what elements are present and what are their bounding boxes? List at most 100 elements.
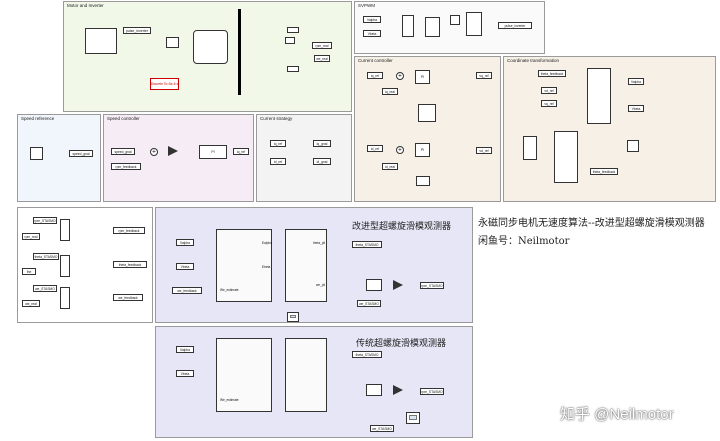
speed-gnal-in-tag[interactable]: speed_gnal [111, 148, 135, 155]
svpwm-switch-block[interactable] [450, 15, 460, 25]
improved-smo-block[interactable] [216, 229, 272, 302]
area-title: Coordinate transformation [507, 58, 560, 63]
speed-gnal-tag[interactable]: speed_gnal [69, 150, 93, 157]
obs-rpm-stasmo-tag[interactable]: rpm_STASMO [420, 282, 444, 289]
we-real-tag[interactable]: we_real [314, 55, 330, 62]
theta-feedback-tag[interactable]: theta_feedback [538, 70, 566, 77]
the-tag[interactable]: the [22, 268, 36, 275]
vq-ref-tag[interactable]: vq_ref [476, 72, 492, 79]
lookup-block[interactable] [418, 104, 436, 122]
clarke-block[interactable] [523, 136, 537, 160]
rate-limiter-top[interactable] [366, 279, 382, 291]
park-block[interactable] [554, 131, 578, 183]
svpwm-sector-block[interactable] [402, 15, 414, 37]
rpm-real-tag[interactable]: rpm_real [312, 42, 332, 49]
area-speed-reference: Speed reference [17, 114, 101, 202]
svpwm-relay-block[interactable] [466, 12, 482, 36]
sum-iq[interactable]: + [396, 72, 404, 80]
pulse-inverter-out-tag[interactable]: pulse_inverter [498, 22, 532, 29]
obs-valpha-tag[interactable]: Valpha [176, 239, 194, 246]
valpha-tag[interactable]: Valpha [363, 16, 381, 23]
switch-rpm[interactable] [60, 219, 70, 241]
sum-speed[interactable]: + [150, 148, 158, 156]
pll-block-top[interactable] [285, 229, 327, 302]
we-stasmo-tag[interactable]: we_STASMO [33, 285, 57, 292]
we-real-fb-tag[interactable]: we_real [22, 300, 40, 307]
area-title: Motor and Inverter [67, 3, 104, 8]
terminator-2[interactable] [287, 66, 299, 72]
obs2-we-stasmo-tag[interactable]: we_STASMO [370, 425, 394, 432]
inv-park-block[interactable] [587, 68, 611, 124]
scope-coord[interactable] [627, 140, 639, 152]
obs-theta-stasmo-tag[interactable]: theta_STASMO [352, 241, 382, 248]
id-real-tag[interactable]: id_real [382, 163, 398, 170]
pulse-inverter-tag[interactable]: pulse_inverter [123, 27, 151, 34]
rpm-gain-top[interactable] [393, 280, 403, 290]
vbeta-out-tag[interactable]: Vbeta [628, 105, 644, 112]
iq-ref-strategy-tag[interactable]: iq_ref [270, 140, 286, 147]
theta-feedback-coord-tag[interactable]: theta_feedback [590, 168, 618, 175]
iq-ref-out-tag[interactable]: iq_ref [233, 148, 249, 155]
rpm-gain-bottom[interactable] [393, 385, 403, 395]
speed-gain[interactable] [168, 146, 178, 156]
scope-top[interactable] [287, 312, 299, 322]
rpm-stasmo-tag[interactable]: rpm_STASMO [33, 217, 57, 224]
smo2-we-estimate-port: We_estimate [220, 398, 239, 402]
traditional-smo-block[interactable] [216, 338, 272, 412]
obs2-theta-stasmo-tag[interactable]: theta_STASMO [352, 351, 382, 358]
vq-ref-coord-tag[interactable]: vq_ref [541, 100, 557, 107]
terminator-1[interactable] [287, 27, 299, 33]
obs2-rpm-stasmo-tag[interactable]: rpm_STASMO [420, 388, 444, 395]
vd-ref-tag[interactable]: vd_ref [476, 147, 492, 154]
scope-bottom[interactable] [406, 412, 420, 424]
svpwm-calc-block[interactable] [425, 17, 440, 37]
rpm-real-fb-tag[interactable]: rpm_real [22, 233, 40, 240]
pmsm-block[interactable] [193, 30, 228, 64]
valpha-out-tag[interactable]: Valpha [628, 78, 644, 85]
obs-vbeta-tag[interactable]: Vbeta [176, 263, 194, 270]
speed-pi-block[interactable]: PI [199, 145, 227, 159]
side-contact: 闲鱼号：Neilmotor [478, 236, 570, 247]
iq-ref-tag[interactable]: iq_ref [367, 72, 383, 79]
discrete-powergui[interactable]: Discrete Ts=5e-6 s [150, 78, 179, 90]
watermark: 知乎 @Neilmotor [560, 406, 674, 423]
obs2-vbeta-tag[interactable]: Vbeta [176, 370, 194, 377]
rpm-feedback-in-tag[interactable]: rpm_feedback [111, 163, 141, 170]
vbeta-tag[interactable]: Vbeta [363, 30, 381, 37]
switch-theta[interactable] [60, 255, 70, 277]
obs2-valpha-tag[interactable]: Valpha [176, 346, 194, 353]
area-title: Speed reference [21, 116, 55, 121]
step-block[interactable] [166, 37, 179, 48]
rpm-feedback-out-tag[interactable]: rpm_feedback [113, 227, 145, 234]
dc-source-block[interactable] [85, 28, 117, 54]
id-ref-strategy-tag[interactable]: id_ref [270, 158, 286, 165]
iq-real-tag[interactable]: iq_real [382, 88, 398, 95]
theta-feedback-out-tag[interactable]: theta_feedback [113, 261, 147, 268]
pi-iq-block[interactable]: PI [415, 70, 430, 84]
pll-block-bottom[interactable] [285, 338, 327, 412]
speed-step-block[interactable] [30, 147, 43, 160]
pi-id-block[interactable]: PI [415, 143, 430, 157]
switch-we[interactable] [60, 287, 70, 309]
theta-stasmo-tag[interactable]: theta_STASMO [33, 253, 59, 260]
smo-ebeta-port: Ebeta [262, 265, 271, 269]
demux-bus [238, 9, 241, 95]
iq-gnal-tag[interactable]: iq_gnal [313, 140, 331, 147]
id-gnal-tag[interactable]: id_gnal [313, 158, 331, 165]
obs-we-feedback-tag[interactable]: we_feedback [172, 287, 202, 294]
gain-rpm[interactable] [285, 37, 295, 44]
product-block[interactable] [416, 176, 430, 186]
id-ref-tag[interactable]: id_ref [367, 145, 383, 152]
rate-limiter-bottom[interactable] [366, 384, 382, 396]
smo-we-estimate-port: We_estimate [220, 288, 239, 292]
area-title: Current controller [358, 58, 393, 63]
area-title: Current strategy [260, 116, 293, 121]
sum-id[interactable]: + [396, 146, 404, 154]
area-title: SVPWM [358, 3, 376, 8]
improved-observer-title: 改进型超螺旋滑模观测器 [352, 222, 452, 232]
we-feedback-out-tag[interactable]: we_feedback [113, 294, 143, 301]
vd-ref-coord-tag[interactable]: vd_ref [541, 87, 557, 94]
traditional-observer-title: 传统超螺旋滑模观测器 [356, 339, 447, 349]
obs-we-stasmo-tag[interactable]: we_STASMO [357, 300, 381, 307]
area-title: Speed controller [107, 116, 140, 121]
